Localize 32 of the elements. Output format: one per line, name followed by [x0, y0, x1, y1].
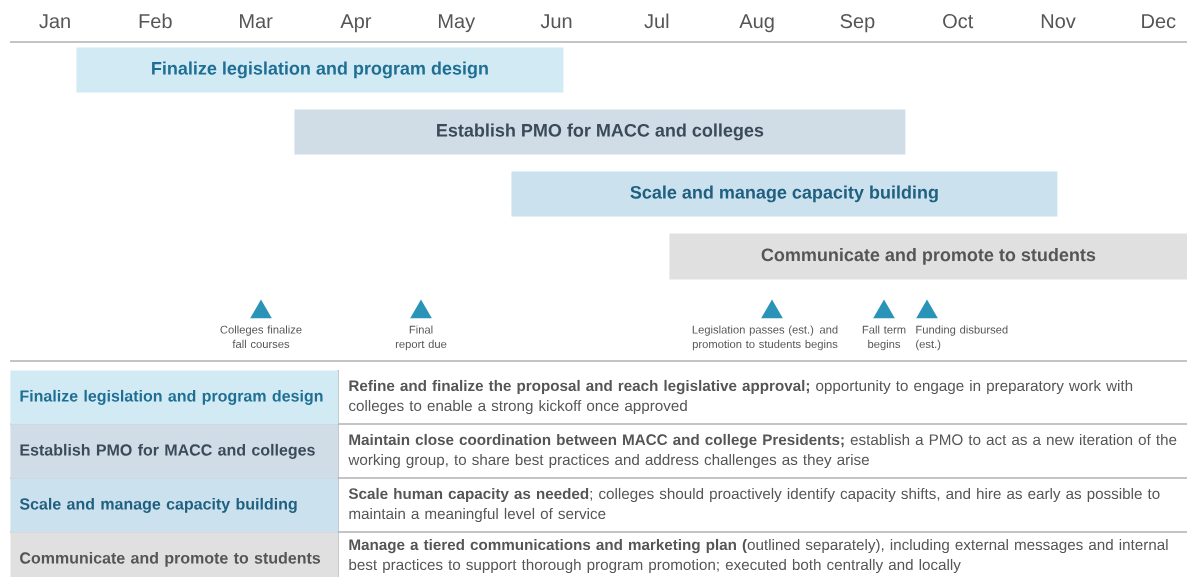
milestone-caption: Legislation passes (est.) and promotion to students begins	[692, 325, 838, 351]
description-text: Manage a tiered communications and marketing plan (outlined separately), including external messages and internal best practices to support thorough program promotion; executed both centrally and locally	[349, 538, 1168, 574]
milestone-marker	[410, 299, 432, 319]
month-label: Oct	[943, 14, 974, 29]
milestone-marker	[873, 299, 895, 319]
month-label: Jul	[644, 13, 669, 29]
month-label: Jun	[540, 14, 572, 29]
milestone-caption: Colleges finalize fall courses	[220, 325, 302, 348]
description-text: Maintain close coordination between MACC and college Presidents; establish a PMO to act as a new iteration of the working group, to share best practices and address challenges as they arise	[348, 433, 1177, 469]
timeline-bar: Establish PMO for MACC and colleges	[294, 109, 906, 155]
milestone-caption: Final report due	[395, 325, 447, 351]
timeline-bar: Communicate and promote to students	[669, 233, 1187, 280]
milestone-caption: Fall term begins	[862, 325, 906, 351]
table-row-header: Scale and manage capacity building	[10, 478, 339, 533]
month-label: Nov	[1041, 14, 1076, 29]
milestone-marker	[916, 299, 938, 319]
milestone-caption: Funding disbursed (est.)	[916, 325, 1008, 351]
milestone-marker	[761, 299, 783, 319]
table-row-header: Establish PMO for MACC and colleges	[10, 424, 339, 479]
timeline-bar: Finalize legislation and program design	[76, 47, 564, 93]
month-label: Sep	[840, 14, 875, 33]
table-row-header: Communicate and promote to students	[10, 532, 339, 577]
month-label: Jan	[39, 14, 70, 29]
description-text: Scale human capacity as needed; colleges should proactively identify capacity shifts, and hire as early as possible to maintain a meaningful level of service	[348, 487, 1160, 523]
month-label: Mar	[240, 14, 273, 29]
month-label: Dec	[1142, 14, 1176, 29]
description-text: Refine and finalize the proposal and reach legislative approval; opportunity to engage in preparatory work with colleges to enable a strong kickoff once approved	[349, 379, 1133, 415]
month-label: Aug	[739, 14, 774, 33]
month-label: Feb	[139, 13, 172, 29]
timeline-bar: Scale and manage capacity building	[511, 171, 1058, 217]
milestone-marker	[250, 299, 272, 319]
table-row-header: Finalize legislation and program design	[10, 370, 339, 425]
